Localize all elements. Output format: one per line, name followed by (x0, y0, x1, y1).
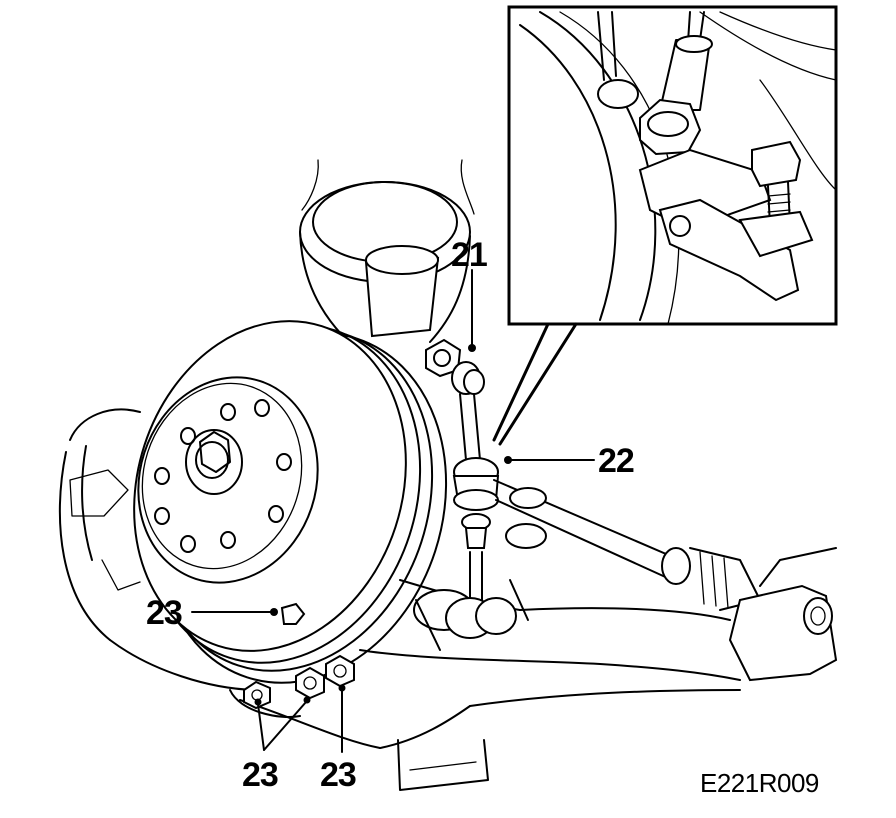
figure-id: E221R009 (700, 768, 819, 798)
callout-23-bottom-single: 23 (320, 756, 357, 794)
callout-22: 22 (598, 442, 635, 480)
callout-23-bottom-pair: 23 (242, 756, 279, 794)
callout-23-left: 23 (146, 594, 183, 632)
leader-lines (191, 269, 595, 753)
strut-assembly (299, 159, 475, 361)
inset-pointer (492, 322, 578, 446)
nut-23-a (243, 680, 271, 710)
anti-roll-bar (493, 479, 838, 682)
control-arm (229, 579, 741, 791)
brake-disc (133, 320, 448, 684)
callout-21: 21 (451, 236, 488, 274)
splash-shield (58, 408, 261, 691)
inset-detail (507, 5, 838, 326)
stabilizer-link (425, 338, 500, 611)
nut-23-c (325, 654, 355, 688)
ball-joint-nuts (243, 654, 355, 710)
nut-23-b (295, 666, 325, 700)
